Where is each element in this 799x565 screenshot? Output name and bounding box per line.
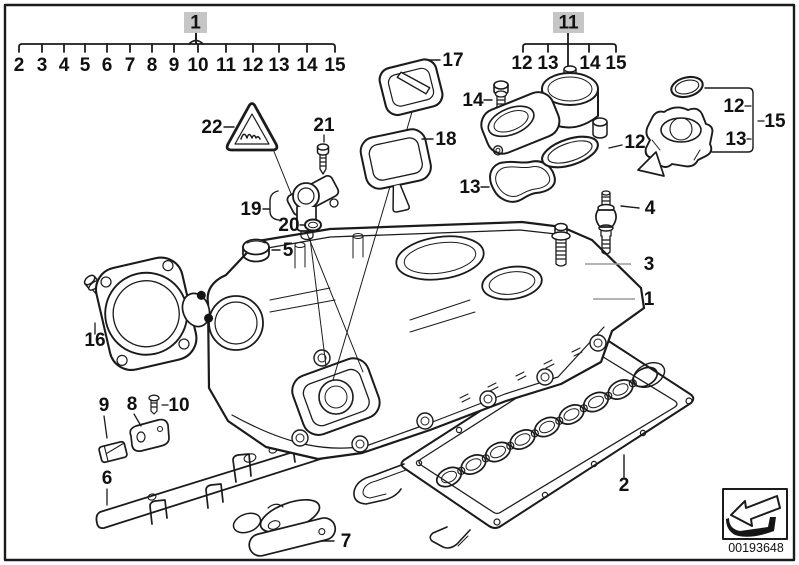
leader-12 [608, 144, 623, 149]
tree-main-root-label[interactable]: 1 [190, 13, 201, 34]
part-18-filler-gasket-drawing [359, 128, 432, 213]
cover-bolt-bushings [291, 334, 607, 453]
part-12-oring-drawing [541, 135, 599, 169]
tree-item-5[interactable]: 5 [80, 55, 91, 76]
flange-actuator [181, 290, 214, 328]
tree-item-8[interactable]: 8 [147, 55, 158, 76]
callout-10[interactable]: 10 [168, 395, 189, 416]
subtree-item-15[interactable]: 15 [605, 53, 627, 74]
part-5-cap-drawing [242, 238, 270, 263]
cover-rib-lines [269, 235, 583, 403]
callout-15[interactable]: 15 [764, 111, 786, 132]
part-17-oil-cap-drawing [378, 58, 444, 117]
part-13-separator-gasket-drawing [489, 160, 556, 203]
part-10-bolt-drawing [148, 394, 160, 415]
arrow-icon [726, 495, 781, 537]
callout-6[interactable]: 6 [102, 468, 113, 489]
subtree-item-14[interactable]: 14 [579, 53, 601, 74]
selected-subgroup-box[interactable] [553, 12, 584, 33]
callout-5[interactable]: 5 [283, 240, 294, 261]
callout-20[interactable]: 20 [278, 215, 299, 236]
parts-tree-main: 1 2 3 4 5 6 7 8 9 10 11 12 13 14 15 [14, 12, 346, 76]
tree-sub-children: 12 13 14 15 [511, 53, 627, 74]
tree-item-14[interactable]: 14 [296, 55, 318, 76]
callout-4[interactable]: 4 [645, 198, 656, 219]
tree-item-6[interactable]: 6 [102, 55, 113, 76]
part-7-bracket-drawing [232, 498, 337, 557]
tree-item-15[interactable]: 15 [324, 55, 346, 76]
tree-item-13[interactable]: 13 [268, 55, 289, 76]
leader-4 [620, 205, 640, 209]
leader-8 [133, 413, 142, 427]
tree-item-12[interactable]: 12 [242, 55, 263, 76]
callout-12-right[interactable]: 12 [723, 96, 744, 117]
part-14-bolt-drawing [493, 80, 509, 117]
image-code-stamp: 00193648 [722, 488, 788, 555]
callout-16[interactable]: 16 [84, 330, 105, 351]
tree-item-7[interactable]: 7 [125, 55, 136, 76]
parts-tree-main-ticks [41, 43, 308, 53]
part-4-vent-valve-drawing [595, 190, 617, 255]
bracket-15 [704, 87, 754, 153]
tree-item-2[interactable]: 2 [14, 55, 25, 76]
callout-8[interactable]: 8 [127, 394, 138, 415]
callout-18[interactable]: 18 [435, 129, 456, 150]
callout-13[interactable]: 13 [459, 177, 480, 198]
tree-item-11[interactable]: 11 [216, 55, 237, 76]
callout-19[interactable]: 19 [240, 199, 261, 220]
part-13-connector-drawing [637, 106, 714, 177]
callout-2[interactable]: 2 [619, 475, 630, 496]
callout-9[interactable]: 9 [99, 395, 110, 416]
leader-19 [262, 190, 280, 221]
selected-group-box[interactable] [184, 12, 207, 33]
callout-22[interactable]: 22 [201, 117, 222, 138]
tree-item-4[interactable]: 4 [59, 55, 70, 76]
part-8-bracket-drawing [129, 418, 170, 452]
callout-17[interactable]: 17 [442, 50, 463, 71]
callout-3[interactable]: 3 [644, 254, 655, 275]
part-19-sensor-drawing [286, 174, 340, 241]
oil-filler-neck [291, 357, 381, 436]
tree-item-3[interactable]: 3 [37, 55, 48, 76]
callout-13-right[interactable]: 13 [725, 129, 746, 150]
tree-sub-root-label[interactable]: 11 [558, 13, 579, 34]
subtree-item-13[interactable]: 13 [537, 53, 558, 74]
part-3-stud-bolt-drawing [551, 222, 571, 267]
callout-12[interactable]: 12 [624, 132, 645, 153]
tree-item-10[interactable]: 10 [187, 55, 208, 76]
part-11-oil-separator-drawing [480, 65, 608, 156]
warning-triangle-icon [225, 102, 279, 152]
part-20-oring-drawing [304, 218, 322, 232]
part-12-oring-right-drawing [670, 75, 704, 99]
callout-7[interactable]: 7 [341, 531, 352, 552]
tree-item-9[interactable]: 9 [169, 55, 180, 76]
part-9-clip-drawing [98, 440, 128, 464]
part-1-valve-cover-drawing [206, 220, 646, 461]
tree-main-children: 2 3 4 5 6 7 8 9 10 11 12 13 14 15 [14, 55, 346, 76]
callout-1[interactable]: 1 [644, 289, 655, 310]
callouts: 22 21 19 20 5 17 18 14 13 12 12 13 15 4 … [84, 50, 786, 552]
callout-14[interactable]: 14 [462, 90, 484, 111]
throttle-flange-drawing [94, 256, 214, 371]
image-code: 00193648 [728, 541, 784, 555]
subtree-item-12[interactable]: 12 [511, 53, 532, 74]
callout-21[interactable]: 21 [313, 115, 335, 136]
part-21-screw-drawing [316, 143, 330, 175]
gasket-ring-chain [435, 361, 666, 488]
leader-9 [103, 415, 108, 439]
